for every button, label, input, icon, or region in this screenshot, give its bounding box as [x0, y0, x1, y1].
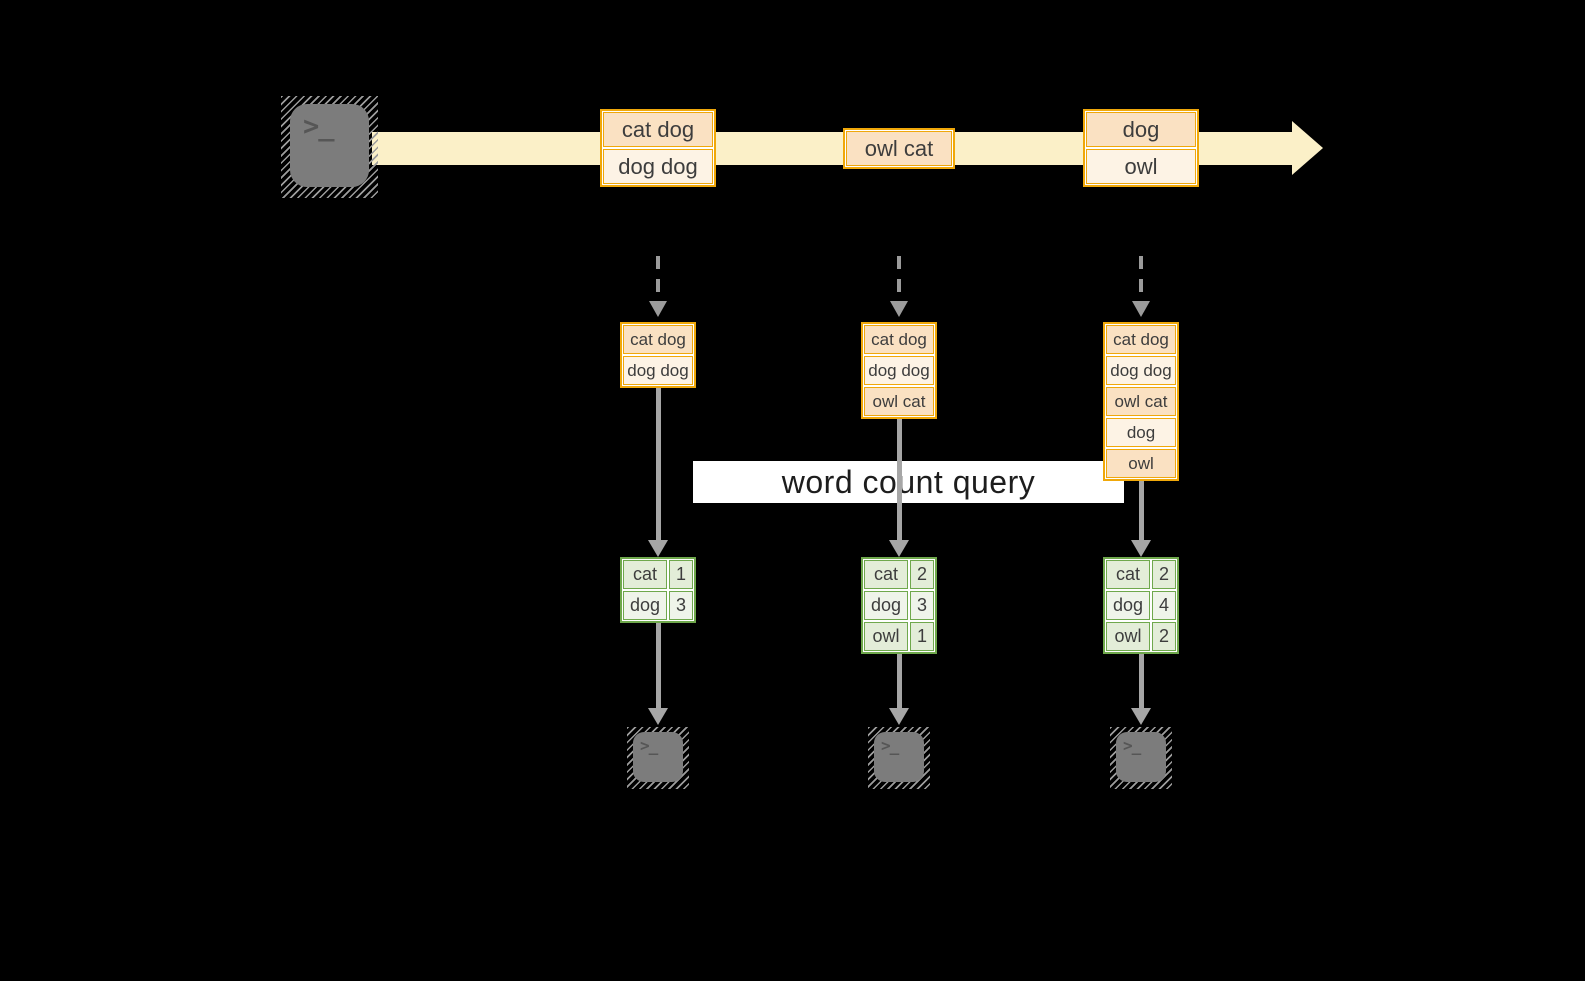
result-table-3: cat 2 dog 4 owl 2 [1103, 557, 1179, 654]
sink-terminal-1-icon: >_ [627, 727, 689, 789]
output-arrowhead-1-icon [648, 708, 668, 725]
query-label: word count query [781, 463, 1036, 500]
result-word: dog [623, 591, 667, 620]
dashed-arrowhead-3-icon [1132, 301, 1150, 317]
query-arrowhead-2-icon [889, 540, 909, 557]
output-arrowhead-2-icon [889, 708, 909, 725]
result-count: 2 [1152, 622, 1176, 651]
source-terminal-icon: >_ [281, 96, 378, 198]
result-count: 3 [669, 591, 693, 620]
table-row: dog dog [864, 356, 934, 385]
unbounded-table-3: cat dog dog dog owl cat dog owl [1103, 322, 1179, 481]
output-arrowhead-3-icon [1131, 708, 1151, 725]
result-table-2: cat 2 dog 3 owl 1 [861, 557, 937, 654]
stream-batch-1: cat dog dog dog [600, 109, 716, 187]
result-word: owl [1106, 622, 1150, 651]
terminal-prompt-icon: >_ [303, 111, 335, 142]
dashed-arrow-2 [897, 256, 901, 302]
dashed-arrow-1 [656, 256, 660, 302]
query-arrow-1 [656, 384, 661, 541]
result-word: cat [864, 560, 908, 589]
data-stream-arrowhead-icon [1292, 121, 1323, 175]
stream-batch-3: dog owl [1083, 109, 1199, 187]
sink-terminal-2-icon: >_ [868, 727, 930, 789]
dashed-arrowhead-2-icon [890, 301, 908, 317]
output-arrow-1 [656, 620, 661, 709]
terminal-screen [633, 732, 683, 782]
dashed-arrow-3 [1139, 256, 1143, 302]
table-row: cat dog [623, 325, 693, 354]
query-arrow-2 [897, 415, 902, 541]
table-row: cat dog [1106, 325, 1176, 354]
query-arrow-3 [1139, 470, 1144, 541]
output-arrow-2 [897, 650, 902, 709]
result-word: cat [623, 560, 667, 589]
query-band: word count query [693, 461, 1124, 503]
batch-line: owl [1086, 149, 1196, 184]
table-row: owl [1106, 449, 1176, 478]
batch-line: dog dog [603, 149, 713, 184]
stream-batch-2: owl cat [843, 128, 955, 169]
result-count: 4 [1152, 591, 1176, 620]
unbounded-table-2: cat dog dog dog owl cat [861, 322, 937, 419]
table-row: owl cat [1106, 387, 1176, 416]
terminal-prompt-icon: >_ [881, 736, 899, 755]
result-word: dog [864, 591, 908, 620]
terminal-prompt-icon: >_ [640, 736, 658, 755]
terminal-screen [874, 732, 924, 782]
batch-line: dog [1086, 112, 1196, 147]
sink-terminal-3-icon: >_ [1110, 727, 1172, 789]
result-count: 1 [910, 622, 934, 651]
terminal-prompt-icon: >_ [1123, 736, 1141, 755]
result-word: owl [864, 622, 908, 651]
dashed-arrowhead-1-icon [649, 301, 667, 317]
result-count: 2 [910, 560, 934, 589]
table-row: owl cat [864, 387, 934, 416]
result-count: 2 [1152, 560, 1176, 589]
table-row: dog [1106, 418, 1176, 447]
output-arrow-3 [1139, 650, 1144, 709]
query-arrowhead-3-icon [1131, 540, 1151, 557]
table-row: dog dog [1106, 356, 1176, 385]
result-table-1: cat 1 dog 3 [620, 557, 696, 623]
result-word: cat [1106, 560, 1150, 589]
terminal-screen [1116, 732, 1166, 782]
table-row: dog dog [623, 356, 693, 385]
query-arrowhead-1-icon [648, 540, 668, 557]
batch-line: owl cat [846, 131, 952, 166]
result-count: 1 [669, 560, 693, 589]
terminal-screen [290, 104, 369, 187]
batch-line: cat dog [603, 112, 713, 147]
result-count: 3 [910, 591, 934, 620]
result-word: dog [1106, 591, 1150, 620]
table-row: cat dog [864, 325, 934, 354]
unbounded-table-1: cat dog dog dog [620, 322, 696, 388]
